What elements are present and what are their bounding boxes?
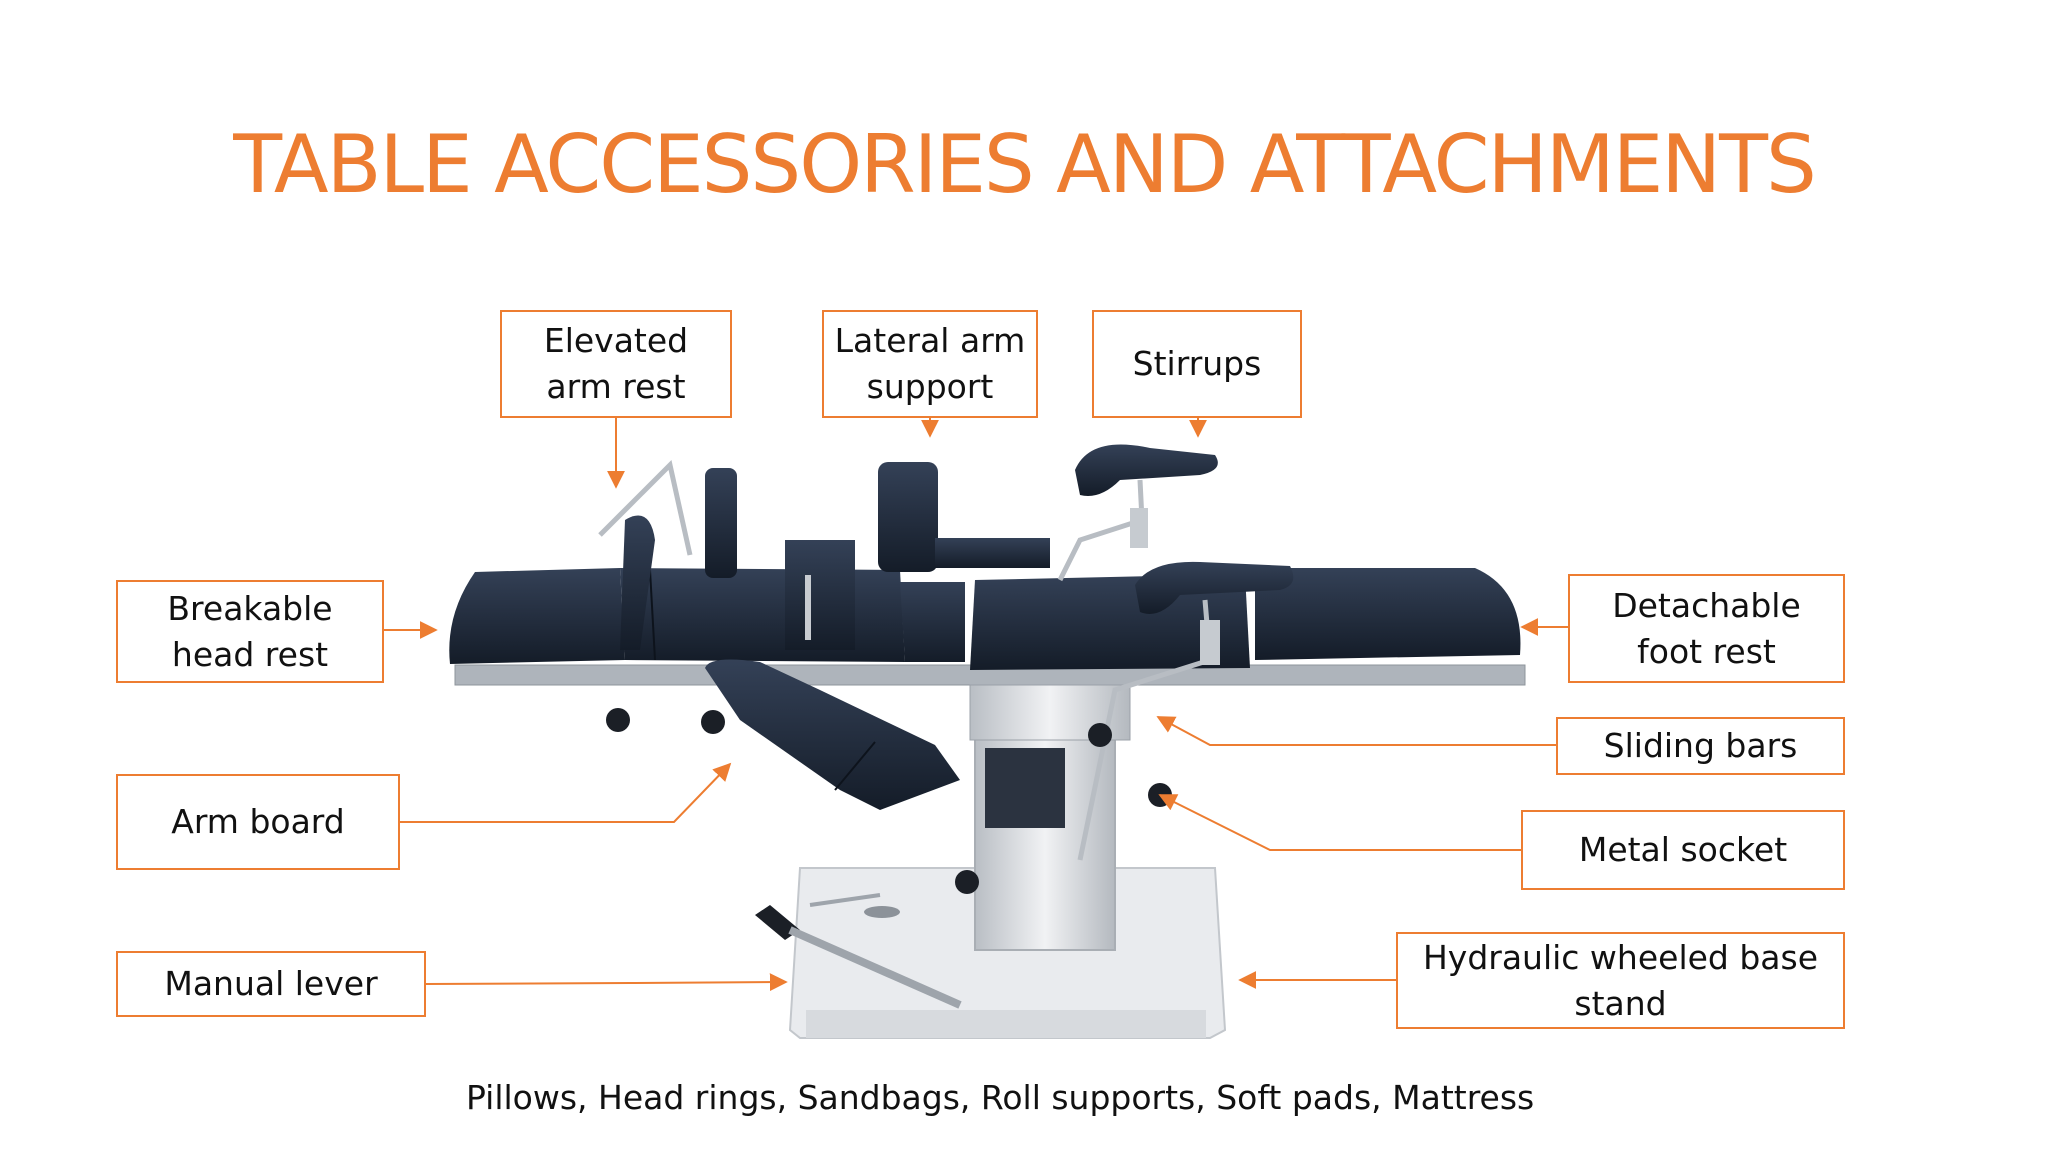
seat-pad [970,574,1250,670]
connector-manual-lever [425,973,788,992]
label-detachable-foot-rest: Detachable foot rest [1568,574,1845,683]
label-lateral-arm-support: Lateral arm support [822,310,1038,418]
arm-board [705,659,960,810]
stirrup-top [1075,444,1218,496]
connectors [384,416,1568,992]
label-hydraulic-base: Hydraulic wheeled base stand [1396,932,1845,1029]
lateral-arm-support-pad [878,462,938,572]
connector-sliding-bars [1156,716,1556,746]
stirrup-bottom [1135,561,1294,614]
label-stirrups: Stirrups [1092,310,1302,418]
label-breakable-head-rest: Breakable head rest [116,580,384,683]
connector-arm-board [400,762,732,823]
page-title: TABLE ACCESSORIES AND ATTACHMENTS [233,118,1817,211]
operating-table-illustration [449,444,1526,1039]
manual-lever [755,905,800,940]
elevated-arm-rest [598,460,693,556]
label-arm-board: Arm board [116,774,400,870]
label-metal-socket: Metal socket [1521,810,1845,890]
connector-metal-socket [1158,794,1521,851]
head-rest-pad [449,568,625,664]
label-manual-lever: Manual lever [116,951,426,1017]
foot-pad [1255,568,1521,660]
footer-accessories-list: Pillows, Head rings, Sandbags, Roll supp… [466,1078,1535,1117]
back-pad [620,568,905,662]
label-elevated-arm-rest: Elevated arm rest [500,310,732,418]
label-sliding-bars: Sliding bars [1556,717,1845,775]
